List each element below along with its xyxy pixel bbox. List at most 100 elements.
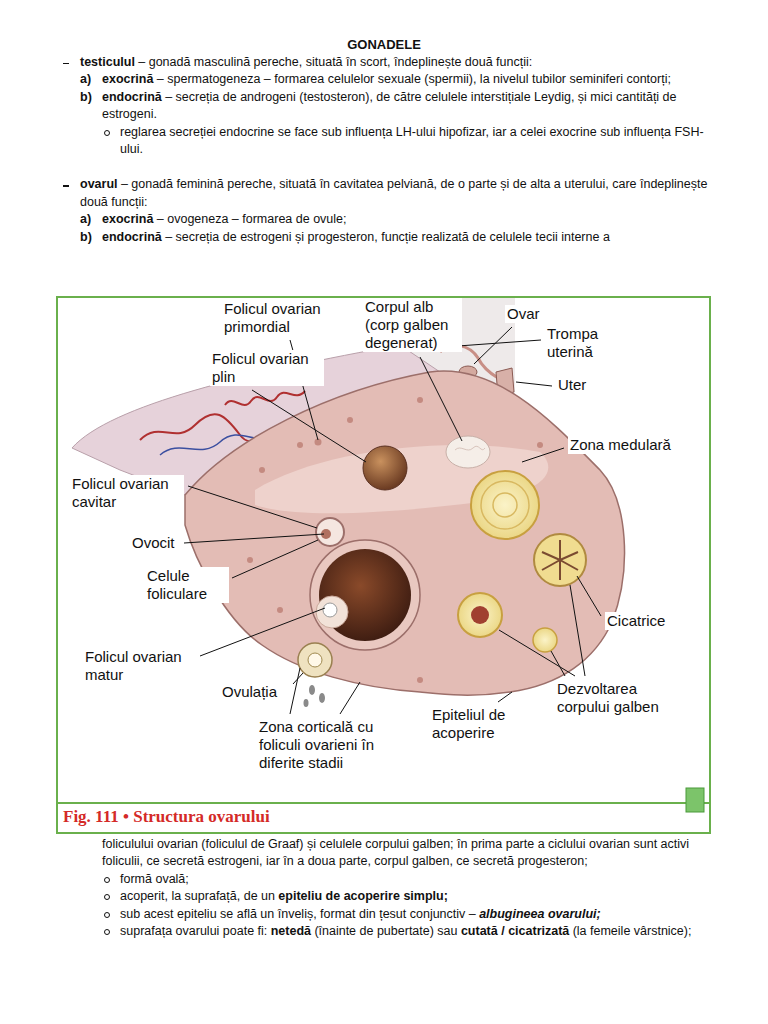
body-text: formă ovală; bbox=[120, 872, 189, 886]
leader-line bbox=[570, 585, 585, 676]
full-follicle bbox=[363, 446, 407, 490]
mature-follicle bbox=[316, 596, 348, 628]
page-title: GONADELE bbox=[0, 36, 768, 53]
leader-line bbox=[551, 651, 565, 676]
primordial-follicle bbox=[247, 557, 253, 563]
list-item: suprafața ovarului poate fi:netedă(înain… bbox=[0, 923, 712, 940]
corpus-albicans bbox=[446, 436, 490, 468]
body-text: albugineea ovarului; bbox=[479, 907, 601, 921]
list-marker: a) bbox=[80, 71, 91, 88]
corpus-luteum bbox=[471, 606, 489, 624]
ovary-section bbox=[185, 371, 625, 695]
body-text: suprafața ovarului poate fi: bbox=[120, 924, 267, 938]
leader-line bbox=[420, 357, 462, 441]
corpus-albicans bbox=[455, 446, 485, 450]
figure-label: Folicul ovarian plin bbox=[210, 350, 324, 386]
ovulation bbox=[308, 653, 322, 667]
corpus-luteum bbox=[458, 593, 502, 637]
body-text: – ovogeneza – formarea de ovule; bbox=[157, 212, 347, 226]
corpus-luteum bbox=[533, 628, 557, 652]
body-text: – gonadă feminină pereche, situată în ca… bbox=[80, 177, 707, 208]
leader-line bbox=[498, 692, 512, 702]
bullet-circle bbox=[104, 877, 110, 883]
list-item: acoperit, la suprafață, de unepiteliu de… bbox=[0, 888, 712, 905]
mature-follicle bbox=[310, 540, 420, 650]
corpus-luteum bbox=[481, 481, 529, 529]
figure-label: Epiteliul de acoperire bbox=[430, 706, 529, 742]
cavitary-follicle bbox=[316, 518, 344, 546]
leader-line bbox=[522, 448, 564, 462]
list-item: ovarul– gonadă feminină pereche, situată… bbox=[0, 176, 712, 211]
body-text: – gonadă masculină pereche, situată în s… bbox=[138, 55, 532, 69]
leader-line bbox=[340, 682, 360, 714]
ovulation bbox=[319, 693, 325, 703]
full-follicle bbox=[363, 446, 407, 490]
list-marker: b) bbox=[80, 89, 92, 106]
figure-label: Folicul ovarian matur bbox=[83, 648, 197, 684]
primordial-follicle bbox=[259, 467, 265, 473]
leader-line bbox=[458, 340, 541, 346]
figure-label: Celule foliculare bbox=[145, 567, 229, 603]
text-section: foliculului ovarian (foliculul de Graaf)… bbox=[0, 836, 712, 940]
list-item: b)endocrină– secreția de estrogeni și pr… bbox=[0, 229, 712, 246]
mature-follicle bbox=[323, 603, 337, 617]
body-text: epiteliu de acoperire simplu; bbox=[278, 889, 448, 903]
corpus-albicans bbox=[446, 436, 490, 468]
figure-label: Dezvoltarea corpului galben bbox=[555, 680, 669, 716]
body-text: sub acest epiteliu se află un înveliș, f… bbox=[120, 907, 476, 921]
figure-label: Folicul ovarian primordial bbox=[222, 300, 336, 336]
leader-line bbox=[516, 382, 552, 386]
list-item: sub acest epiteliu se află un înveliș, f… bbox=[0, 906, 712, 923]
body-text: ovarul bbox=[80, 177, 118, 191]
figure-label: Ovulația bbox=[220, 683, 279, 701]
corpus-luteum bbox=[542, 540, 578, 580]
leader-line bbox=[290, 668, 300, 714]
body-text: exocrină bbox=[102, 212, 153, 226]
ovulation bbox=[304, 699, 309, 707]
list-item: formă ovală; bbox=[0, 871, 712, 888]
text-section: testiculul– gonadă masculină pereche, si… bbox=[0, 54, 712, 246]
body-text: (la femeile vârstnice); bbox=[573, 924, 692, 938]
list-marker: b) bbox=[80, 229, 92, 246]
mature-follicle bbox=[310, 540, 420, 650]
figure-frame bbox=[686, 788, 704, 812]
ovulation bbox=[298, 643, 332, 677]
body-text: – secreția de androgeni (testosteron), d… bbox=[102, 90, 677, 121]
primordial-follicle bbox=[347, 417, 353, 423]
corpus-luteum bbox=[458, 471, 586, 652]
body-text: foliculului ovarian (foliculul de Graaf)… bbox=[102, 837, 689, 868]
body-text: exocrină bbox=[102, 72, 153, 86]
figure-label: Folicul ovarian cavitar bbox=[70, 475, 184, 511]
figure-label: Uter bbox=[556, 376, 588, 394]
figure-frame bbox=[57, 297, 710, 833]
bullet-circle bbox=[104, 130, 110, 136]
bullet-circle bbox=[104, 912, 110, 918]
primordial-follicle bbox=[417, 397, 423, 403]
leader-line bbox=[577, 576, 601, 616]
leader-line bbox=[184, 534, 324, 543]
primordial-follicle bbox=[417, 677, 423, 683]
figure-caption: Fig. 111 • Structura ovarului bbox=[63, 807, 270, 827]
leader-line bbox=[474, 327, 512, 364]
figure-label: Ovar bbox=[505, 305, 542, 323]
list-item: foliculului ovarian (foliculul de Graaf)… bbox=[0, 836, 712, 871]
bullet-circle bbox=[104, 929, 110, 935]
list-item: reglarea secreției endocrine se face sub… bbox=[0, 124, 712, 159]
list-marker: a) bbox=[80, 211, 91, 228]
ovulation bbox=[309, 685, 315, 695]
figure-frame bbox=[57, 297, 710, 833]
bullet-circle bbox=[104, 894, 110, 900]
list-item: b)endocrină– secreția de androgeni (test… bbox=[0, 89, 712, 124]
corpus-luteum bbox=[493, 493, 517, 517]
primordial-follicle bbox=[277, 607, 283, 613]
leader-line bbox=[188, 486, 317, 528]
body-text: endocrină bbox=[102, 230, 162, 244]
corpus-luteum bbox=[471, 471, 539, 539]
figure-label: Zona medulară bbox=[568, 436, 673, 454]
figure-label: Trompa uterină bbox=[545, 325, 619, 361]
body-text: cutată / cicatrizată bbox=[461, 924, 569, 938]
body-text: acoperit, la suprafață, de un bbox=[120, 889, 275, 903]
leader-line bbox=[200, 608, 325, 656]
